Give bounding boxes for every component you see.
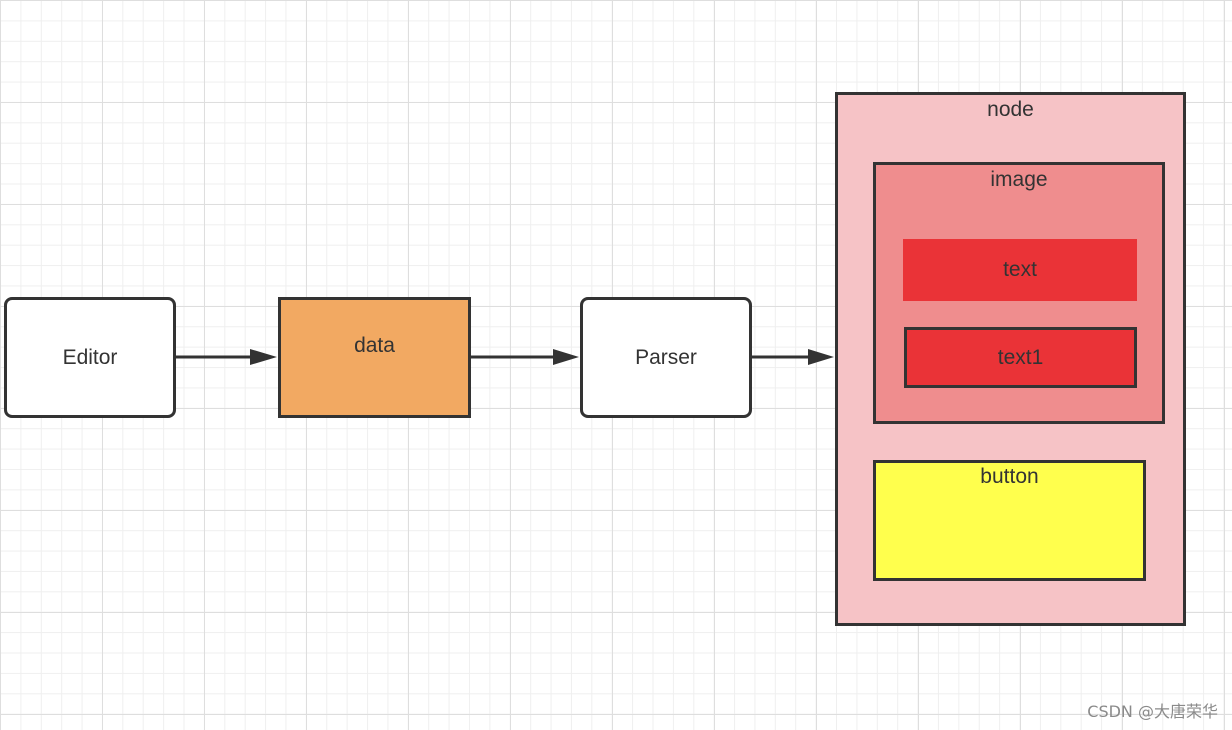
editor-label: Editor xyxy=(62,345,118,369)
arrowhead xyxy=(808,349,834,365)
data-label: data xyxy=(354,334,395,357)
data-node[interactable]: data xyxy=(278,297,471,418)
edge-data-to-parser xyxy=(471,349,579,365)
text1-node[interactable]: text1 xyxy=(904,327,1137,388)
arrowhead xyxy=(553,349,579,365)
node-label: node xyxy=(987,98,1034,121)
arrowhead xyxy=(250,349,277,365)
button-node[interactable]: button xyxy=(873,460,1146,581)
text-node[interactable]: text xyxy=(903,239,1137,301)
parser-label: Parser xyxy=(635,345,697,369)
parser-node[interactable]: Parser xyxy=(580,297,752,418)
edge-parser-to-node xyxy=(752,349,834,365)
button-label: button xyxy=(980,465,1039,488)
edge-editor-to-data xyxy=(176,349,277,365)
image-label: image xyxy=(990,168,1048,191)
editor-node[interactable]: Editor xyxy=(4,297,176,418)
text-label: text xyxy=(1003,258,1037,281)
text1-label: text1 xyxy=(997,345,1044,369)
watermark: CSDN @大唐荣华 xyxy=(1087,702,1218,721)
